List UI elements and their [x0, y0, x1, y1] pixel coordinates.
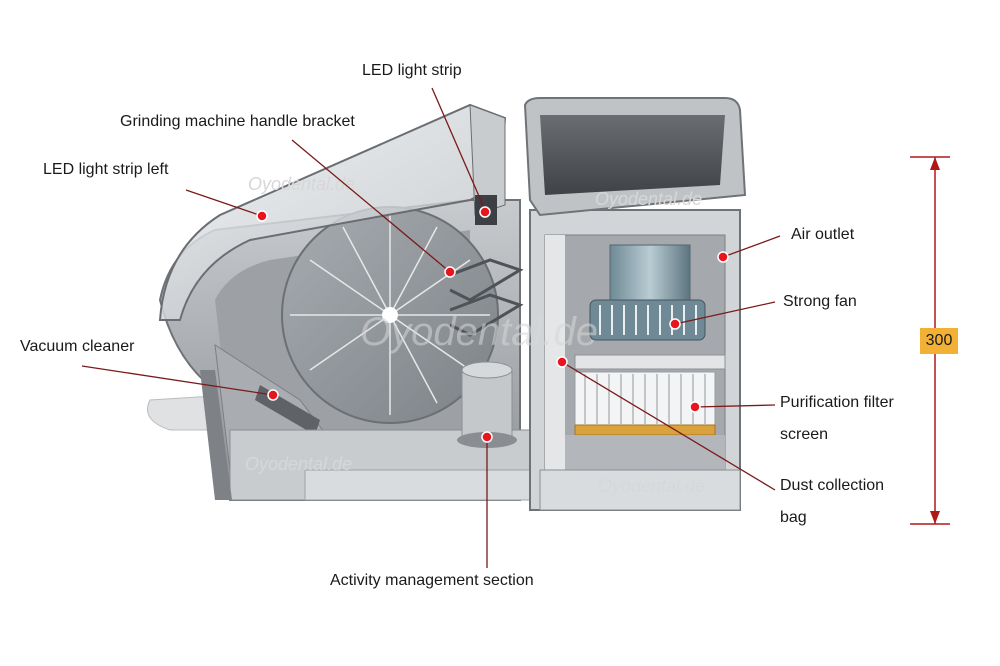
label-led-light-strip: LED light strip: [362, 62, 462, 79]
watermark-text: Oyodental.de: [595, 189, 702, 209]
leader-line-led-strip-left: [185, 189, 263, 217]
label-purification-filter-screen: Purification filter screen: [780, 394, 894, 443]
leader-line-air-outlet: [722, 235, 781, 258]
label-dust-collection-bag: Dust collection bag: [780, 477, 885, 526]
dimension-arrow-bottom: [930, 511, 940, 524]
leader-line-led-strip: [431, 87, 486, 211]
label-vacuum-cleaner: Vacuum cleaner: [20, 338, 135, 355]
callout-dot: [717, 251, 729, 263]
callout-dot: [481, 431, 493, 443]
label-led-light-strip-left: LED light strip left: [43, 161, 169, 178]
leader-line-dust-bag: [561, 361, 776, 491]
callout-dot: [267, 389, 279, 401]
label-air-outlet: Air outlet: [791, 226, 855, 243]
dimension-badge: 300: [920, 328, 958, 354]
callout-dot: [444, 266, 456, 278]
label-activity-management-section: Activity management section: [330, 572, 534, 589]
leader-line-vacuum-cleaner: [81, 365, 274, 396]
watermark-text: Oyodental.de: [360, 310, 598, 354]
label-strong-fan: Strong fan: [783, 293, 857, 310]
leader-line-strong-fan: [674, 301, 776, 325]
dimension-arrow-top: [930, 157, 940, 170]
callout-dot: [669, 318, 681, 330]
watermark-text: Oyodental.de: [248, 174, 355, 194]
callout-dot: [256, 210, 268, 222]
callout-dot: [556, 356, 568, 368]
callout-dot: [689, 401, 701, 413]
watermark-text: Oyodental.de: [245, 454, 352, 474]
leader-line-filter-screen: [694, 404, 776, 408]
watermark-text: Oyodental.de: [598, 476, 705, 496]
callout-dot: [479, 206, 491, 218]
label-grinding-machine-handle-bracket: Grinding machine handle bracket: [120, 113, 355, 130]
leader-line-handle-bracket: [291, 139, 451, 273]
